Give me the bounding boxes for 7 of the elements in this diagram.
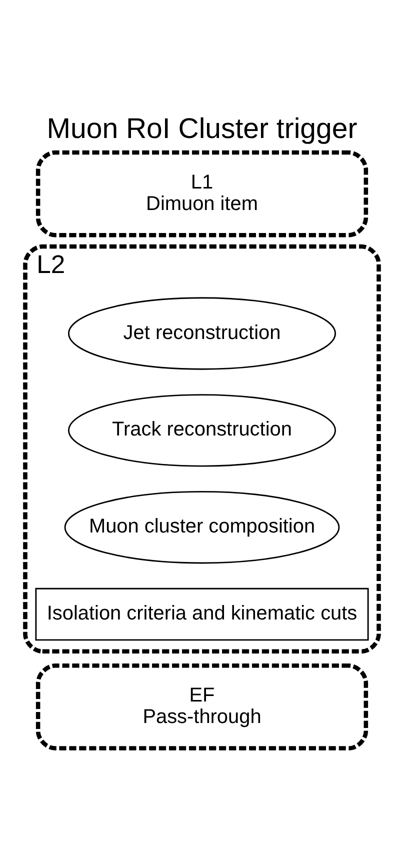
node-box: Isolation criteria and kinematic cuts bbox=[35, 587, 369, 640]
node-ellipse: Muon cluster composition bbox=[64, 490, 340, 564]
diagram-title: Muon RoI Cluster trigger bbox=[46, 112, 358, 145]
node-ellipse: Jet reconstruction bbox=[68, 296, 336, 370]
node-ellipse: Track reconstruction bbox=[68, 394, 336, 466]
node-box: L1 Dimuon item bbox=[36, 150, 368, 237]
node-box: EF Pass-through bbox=[36, 662, 368, 750]
